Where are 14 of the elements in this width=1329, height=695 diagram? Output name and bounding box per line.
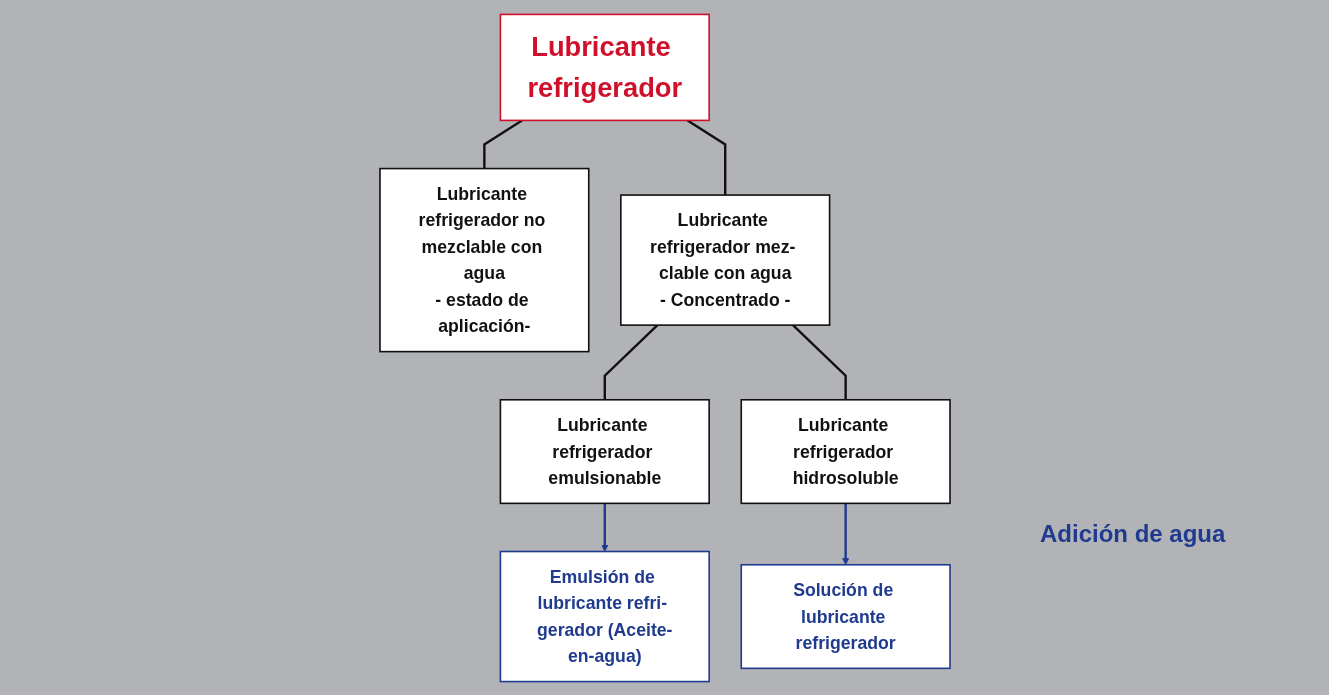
node-box: Solución de lubricante refrigerador bbox=[739, 563, 951, 669]
node-box: Lubricante refrigerador no mezclable con agua - estado de aplicación- bbox=[378, 167, 590, 352]
node-box: Lubricante refrigerador hidrosoluble bbox=[739, 398, 951, 504]
node-box: Lubricante refrigerador emulsionable bbox=[499, 398, 710, 504]
connector bbox=[791, 323, 847, 400]
node-box: Lubricante refrigerador bbox=[499, 13, 710, 121]
connector bbox=[603, 323, 658, 400]
arrow bbox=[600, 502, 608, 552]
arrow bbox=[841, 502, 849, 565]
connector bbox=[482, 118, 523, 169]
connector bbox=[686, 118, 726, 195]
annotation-text: Adición de agua bbox=[1040, 520, 1226, 548]
node-box: Lubricante refrigerador mez- clable con agua - Concentrado - bbox=[619, 193, 830, 326]
node-box: Emulsión de lubricante refri- gerador (Aceite-en-agua) bbox=[499, 550, 710, 682]
